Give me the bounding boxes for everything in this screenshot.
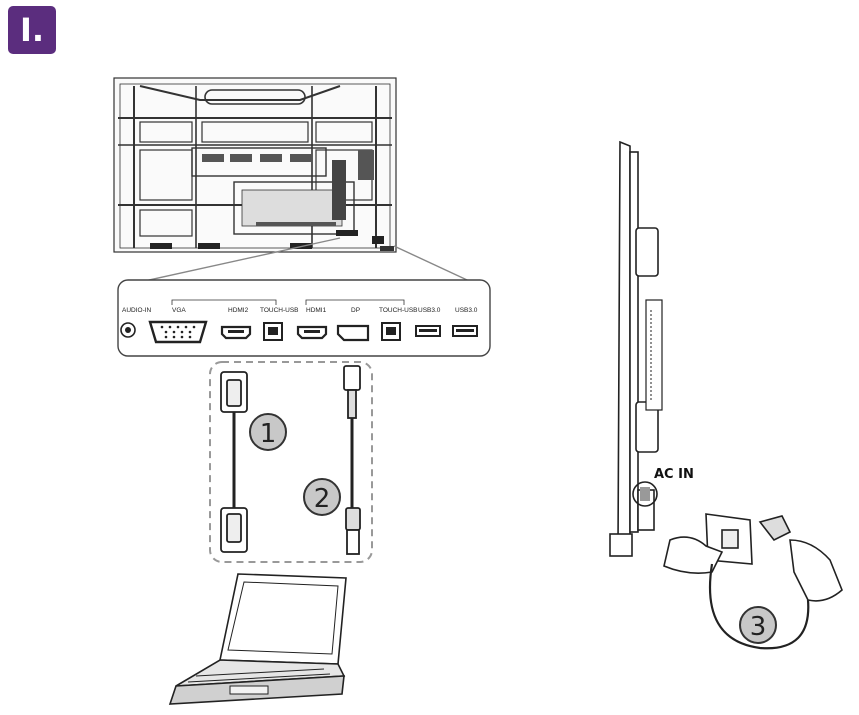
hdmi-contacts-icon <box>228 330 244 333</box>
ac-in-socket-icon <box>640 487 650 501</box>
port-label-touch-usb-1: TOUCH-USB <box>260 307 299 314</box>
laptop <box>168 573 347 705</box>
io-port-panel: AUDIO-IN VGA HDMI2 TOUCH-USB HDMI1 DP TO… <box>117 279 491 357</box>
usb-a-contact-icon <box>419 329 437 332</box>
hand-left-icon <box>663 536 724 574</box>
callout-3-number: 3 <box>750 612 767 642</box>
port-label-vga: VGA <box>172 307 186 314</box>
callout-1: 1 <box>249 413 287 451</box>
port-label-touch-usb-2: TOUCH-USB <box>379 307 418 314</box>
port-label-usb30-2: USB3.0 <box>455 307 478 314</box>
usb-b-contact-icon <box>268 327 278 335</box>
port-label-usb30-1: USB3.0 <box>418 307 441 314</box>
ac-in-label: AC IN <box>654 467 694 482</box>
vga-port <box>148 320 208 344</box>
power-connection-illustration <box>663 513 843 650</box>
display-rear-view <box>113 77 397 253</box>
callout-3: 3 <box>739 606 777 644</box>
power-cord <box>708 563 810 650</box>
step-number-badge: I. <box>8 6 56 54</box>
port-label-audio-in: AUDIO-IN <box>122 307 152 314</box>
power-plug-icon <box>758 515 792 542</box>
callout-2-number: 2 <box>314 484 331 514</box>
display-side-view <box>609 140 663 557</box>
ac-in-socket-highlight <box>632 481 658 507</box>
cable-group-dashed-box <box>209 361 373 563</box>
usb-b-contact-icon <box>386 327 396 335</box>
vga-cable <box>220 371 248 553</box>
usb-cable <box>343 365 361 555</box>
port-label-dp: DP <box>351 307 360 314</box>
port-label-hdmi1: HDMI1 <box>306 307 327 314</box>
audio-jack-hole-icon <box>125 327 131 333</box>
callout-1-number: 1 <box>260 419 277 449</box>
hdmi-contacts-icon <box>304 330 320 333</box>
usb-a-contact-icon <box>456 329 474 332</box>
hand-right-icon <box>789 539 843 602</box>
displayport-port <box>336 324 370 342</box>
callout-2: 2 <box>303 478 341 516</box>
port-label-hdmi2: HDMI2 <box>228 307 249 314</box>
